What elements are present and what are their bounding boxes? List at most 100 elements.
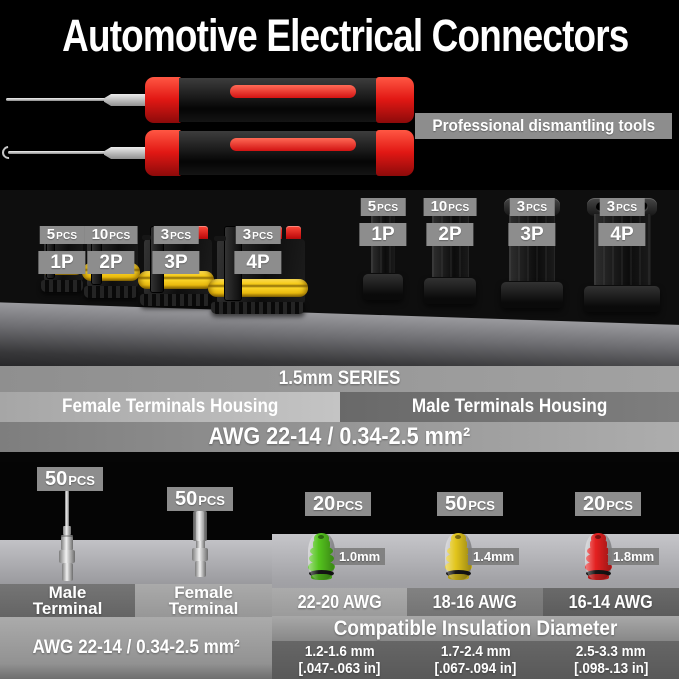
qty-value: 50 bbox=[45, 468, 68, 490]
tool-pin bbox=[6, 98, 120, 101]
dismantling-tool-1 bbox=[2, 77, 416, 123]
seal-cap bbox=[451, 533, 466, 543]
pin-badge: 4P bbox=[234, 251, 282, 274]
pin-badge: 2P bbox=[87, 251, 135, 274]
seal-neck bbox=[450, 540, 467, 549]
awg-banner: AWG 22-14 / 0.34-2.5 mm² bbox=[0, 422, 679, 452]
qty-value: 50 bbox=[175, 488, 198, 510]
tools-label-badge: Professional dismantling tools bbox=[415, 113, 672, 139]
pin-badge: 4P bbox=[598, 223, 646, 246]
seal-size-badge: 1.4mm bbox=[468, 548, 520, 565]
qty-unit: PCS bbox=[68, 473, 95, 488]
seal-cap bbox=[591, 533, 606, 543]
qty-value: 3 bbox=[160, 226, 170, 243]
page-title-text: Automotive Electrical Connectors bbox=[62, 10, 629, 61]
diameter-in: [.047-.063 in] bbox=[298, 660, 381, 677]
housing-type-banner: Female Terminals Housing Male Terminals … bbox=[0, 392, 679, 422]
connector-base bbox=[584, 286, 660, 312]
terminals-awg-banner: AWG 22-14 / 0.34-2.5 mm² bbox=[0, 617, 272, 679]
label-line2: Terminal bbox=[32, 598, 103, 618]
qty-unit: PCS bbox=[526, 203, 548, 214]
seal-hole bbox=[318, 535, 324, 539]
diameter-col-1: 1.2-1.6 mm [.047-.063 in] bbox=[272, 641, 408, 679]
qty-unit: PCS bbox=[109, 231, 131, 242]
seal-awg-row: 22-20 AWG 18-16 AWG 16-14 AWG bbox=[272, 588, 679, 616]
connector-base bbox=[363, 274, 403, 300]
terminal-pin bbox=[65, 490, 69, 526]
terminal-nub bbox=[285, 226, 301, 242]
terminal-box bbox=[61, 535, 73, 550]
series-banner: 1.5mm SERIES bbox=[0, 366, 679, 392]
lock-clip bbox=[213, 227, 242, 300]
male-terminal-label: Male Terminal bbox=[0, 584, 135, 617]
tools-label-text: Professional dismantling tools bbox=[432, 116, 655, 135]
seal-hole bbox=[595, 535, 601, 539]
diameter-mm: 1.2-1.6 mm bbox=[304, 643, 375, 660]
diameter-col-2: 1.7-2.4 mm [.067-.094 in] bbox=[408, 641, 544, 679]
seal-neck bbox=[313, 540, 330, 549]
seal-rib bbox=[447, 546, 470, 556]
qty-value: 5 bbox=[367, 198, 377, 215]
label-line1: Male bbox=[48, 582, 87, 602]
terminals-awg-text: AWG 22-14 / 0.34-2.5 mm² bbox=[32, 637, 240, 658]
qty-unit: PCS bbox=[56, 231, 78, 242]
female-housing-banner: Female Terminals Housing bbox=[0, 392, 340, 422]
seal-base-ring bbox=[309, 570, 334, 577]
qty-value: 10 bbox=[91, 226, 109, 243]
pin-badge: 3P bbox=[152, 251, 200, 274]
tool-grip-stripe bbox=[230, 85, 356, 98]
qty-unit: PCS bbox=[468, 498, 495, 513]
awg-segment-2: 18-16 AWG bbox=[407, 588, 543, 616]
connector-base bbox=[424, 278, 476, 304]
tools-section: Professional dismantling tools bbox=[0, 70, 679, 190]
insulation-diameter-header-text: Compatible Insulation Diameter bbox=[333, 616, 618, 640]
crimp-barrel bbox=[61, 563, 73, 581]
seal-shading bbox=[445, 533, 472, 580]
qty-unit: PCS bbox=[606, 498, 633, 513]
female-terminal-graphic bbox=[185, 511, 215, 577]
insulation-diameter-header: Compatible Insulation Diameter bbox=[272, 616, 679, 641]
qty-unit: PCS bbox=[616, 203, 638, 214]
awg-text: 16-14 AWG bbox=[568, 591, 654, 612]
label-line1: Female bbox=[174, 582, 233, 602]
qty-value: 3 bbox=[606, 198, 616, 215]
tool-pin bbox=[8, 151, 120, 154]
crimp-wings bbox=[192, 548, 208, 561]
qty-unit: PCS bbox=[336, 498, 363, 513]
tool-end-cap bbox=[376, 77, 414, 123]
qty-value: 20 bbox=[583, 493, 606, 515]
qty-value: 20 bbox=[313, 493, 336, 515]
title-section: Automotive Electrical Connectors bbox=[0, 0, 679, 70]
seal-base-ring bbox=[586, 570, 611, 577]
qty-value: 5 bbox=[46, 226, 56, 243]
awg-banner-text: AWG 22-14 / 0.34-2.5 mm² bbox=[208, 423, 471, 450]
seal-rib bbox=[587, 546, 610, 556]
terminal-neck bbox=[195, 541, 205, 548]
female-housing-banner-text: Female Terminals Housing bbox=[61, 396, 279, 417]
seal-rib bbox=[586, 553, 611, 564]
male-terminal-graphic bbox=[52, 490, 82, 581]
diameter-mm: 1.7-2.4 mm bbox=[440, 643, 511, 660]
seal-graphic-green bbox=[308, 533, 335, 580]
qty-unit: PCS bbox=[170, 231, 192, 242]
qty-value: 10 bbox=[430, 198, 448, 215]
tool-shank bbox=[104, 147, 148, 159]
female-terminal-label: Female Terminal bbox=[135, 584, 272, 617]
connector-base bbox=[140, 294, 212, 306]
